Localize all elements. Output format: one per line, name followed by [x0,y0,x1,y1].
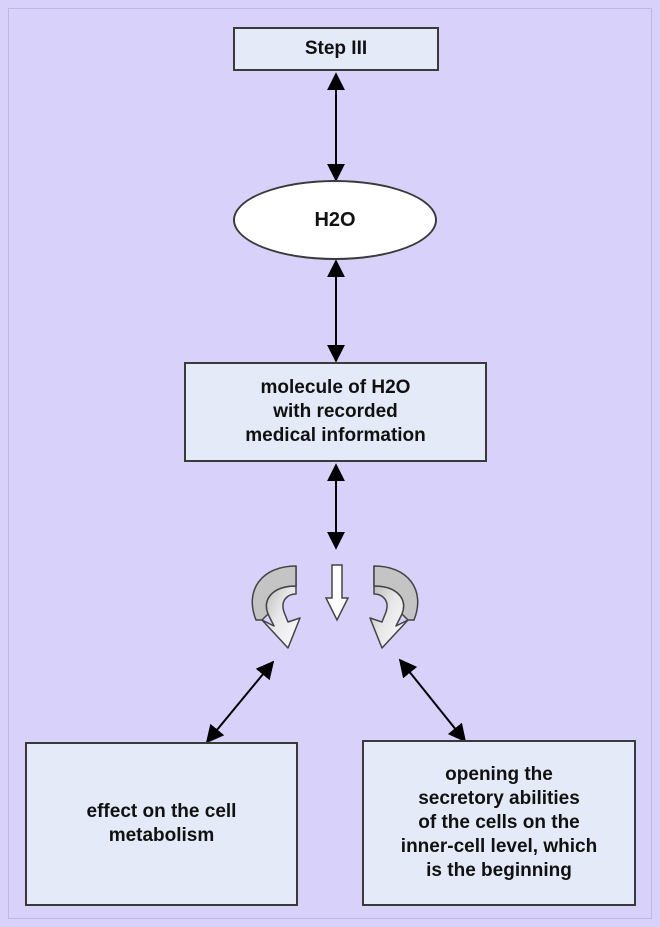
molecule-box: molecule of H2O with recorded medical in… [184,362,487,462]
curved-arrow-left-icon [251,565,301,649]
right-outcome-box: opening the secretory abilities of the c… [362,740,636,906]
right-outcome-label: opening the secretory abilities of the c… [400,764,598,881]
right-outcome-arrow [398,658,467,743]
step-title: Step III [304,38,368,59]
down-arrow-icon [324,564,350,622]
step-box: Step III [233,27,439,71]
h2o-label: H2O [314,208,356,231]
h2o-ellipse: H2O [233,180,437,260]
left-outcome-label: effect on the cell metabolism [86,801,237,846]
left-outcome-arrow [205,660,275,744]
left-outcome-box: effect on the cell metabolism [25,742,298,906]
molecule-label: molecule of H2O with recorded medical in… [245,377,426,446]
curved-arrow-right-icon [369,565,419,649]
diagram-frame [8,8,652,919]
